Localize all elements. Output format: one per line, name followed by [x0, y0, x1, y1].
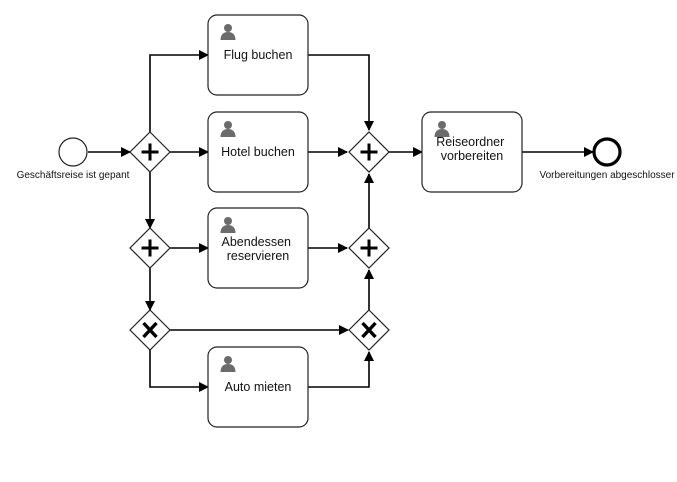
- gateway-parallel-join-2: [348, 227, 390, 269]
- plus-icon: [141, 143, 159, 161]
- task-label: Auto mieten: [225, 380, 292, 394]
- sequence-flows: [88, 50, 594, 392]
- task-hotel-buchen: Hotel buchen: [207, 111, 309, 193]
- gateway-exclusive-join: [348, 309, 390, 351]
- plus-icon: [360, 143, 378, 161]
- user-icon: [434, 121, 450, 137]
- start-event: Geschäftsreise ist gepant: [17, 137, 130, 181]
- task-label: Flug buchen: [224, 48, 293, 62]
- user-icon: [220, 121, 236, 137]
- plus-icon: [141, 239, 159, 257]
- flow-auto-to-xjoin: [308, 351, 374, 388]
- task-label: Reiseordner vorbereiten: [436, 135, 508, 163]
- task-reiseordner-vorbereiten: Reiseordner vorbereiten: [421, 111, 523, 193]
- flow-xsplit-to-auto: [149, 350, 209, 392]
- flow-flug-to-join: [308, 54, 374, 131]
- task-abendessen-reservieren: Abendessen reservieren: [207, 207, 309, 289]
- plus-icon: [360, 239, 378, 257]
- task-label-line: Flug buchen: [224, 48, 293, 62]
- end-event-label: Vorbereitungen abgeschlosser: [539, 170, 675, 181]
- gateway-parallel-join: [348, 131, 390, 173]
- task-flug-buchen: Flug buchen: [207, 14, 309, 96]
- gateway-parallel-split: [129, 131, 171, 173]
- start-event-label: Geschäftsreise ist gepant: [17, 170, 130, 181]
- task-label-line: Abendessen: [222, 235, 292, 249]
- task-label: Abendessen reservieren: [222, 235, 295, 263]
- x-icon: [361, 321, 377, 339]
- user-icon: [220, 217, 236, 233]
- user-icon: [220, 356, 236, 372]
- x-icon: [142, 321, 158, 339]
- task-label-line: Hotel buchen: [221, 145, 295, 159]
- gateway-exclusive-split: [129, 309, 171, 351]
- task-label-line: Reiseordner: [436, 135, 504, 149]
- task-label-line: Auto mieten: [225, 380, 292, 394]
- user-icon: [220, 24, 236, 40]
- task-label-line: vorbereiten: [441, 149, 504, 163]
- end-event: Vorbereitungen abgeschlosser: [539, 137, 675, 181]
- flow-split-to-flug: [149, 50, 209, 132]
- task-label-line: reservieren: [227, 249, 290, 263]
- task-label: Hotel buchen: [221, 145, 295, 159]
- gateway-parallel-split-2: [129, 227, 171, 269]
- task-auto-mieten: Auto mieten: [207, 346, 309, 428]
